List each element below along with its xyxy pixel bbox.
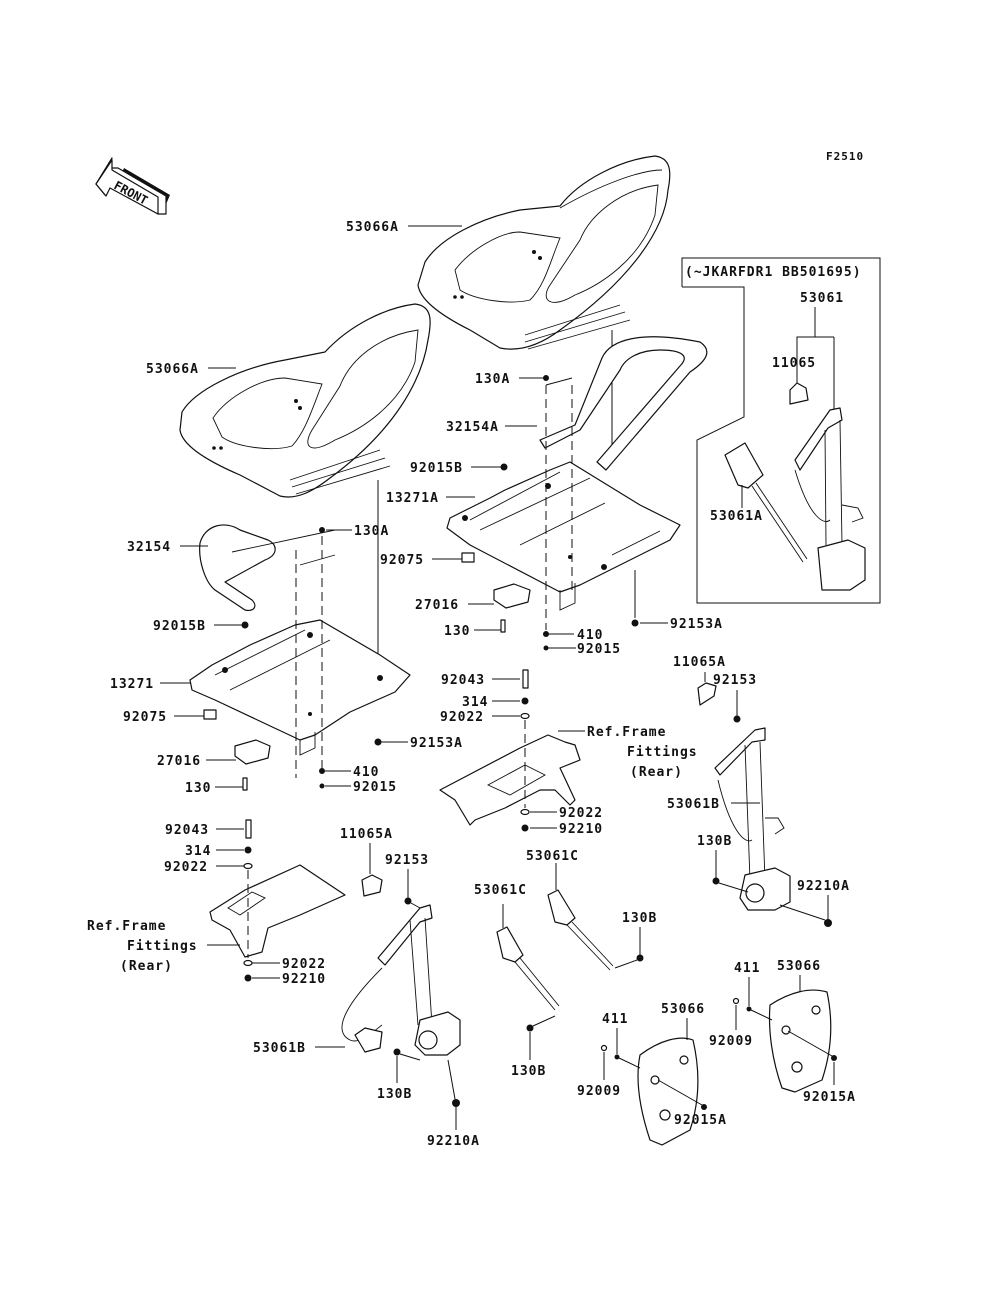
label-53066A-left: 53066A <box>146 362 199 377</box>
label-410-right: 410 <box>577 628 603 643</box>
ref-rear-label-left: (Rear) <box>120 959 173 974</box>
label-314-right: 314 <box>462 695 488 710</box>
label-92210A-left: 92210A <box>427 1134 480 1149</box>
buckle-53061C-b <box>496 926 560 1011</box>
label-53061C-a: 53061C <box>526 849 579 864</box>
label-92022-right-top: 92022 <box>440 710 484 725</box>
label-92075-right: 92075 <box>380 553 424 568</box>
label-92015B-left: 92015B <box>153 619 206 634</box>
label-27016-left: 27016 <box>157 754 201 769</box>
ref-fittings-label-left: Fittings <box>127 939 198 954</box>
retractor <box>817 539 866 591</box>
seat-base-13271A-group <box>446 336 708 611</box>
buckle-53061A <box>724 442 764 489</box>
label-130-left: 130 <box>185 781 211 796</box>
seatbelt-left <box>341 874 461 1056</box>
label-53066-a: 53066 <box>661 1002 705 1017</box>
seat-base-13271-group <box>189 524 411 756</box>
ref-frame-label-right: Ref.Frame <box>587 725 666 740</box>
label-411-a: 411 <box>602 1012 628 1027</box>
label-130B-right: 130B <box>697 834 732 849</box>
label-32154A: 32154A <box>446 420 499 435</box>
ref-rear-label-right: (Rear) <box>630 765 683 780</box>
label-92043-right: 92043 <box>441 673 485 688</box>
label-11065A-right: 11065A <box>673 655 726 670</box>
label-92015A-b: 92015A <box>803 1090 856 1105</box>
label-92015-right: 92015 <box>577 642 621 657</box>
label-27016-right: 27016 <box>415 598 459 613</box>
label-92153A-right: 92153A <box>670 617 723 632</box>
label-92009-a: 92009 <box>577 1084 621 1099</box>
label-92153A-left: 92153A <box>410 736 463 751</box>
label-92015B-right: 92015B <box>410 461 463 476</box>
label-13271A: 13271A <box>386 491 439 506</box>
seat-left <box>179 303 431 498</box>
label-11065A-left: 11065A <box>340 827 393 842</box>
label-130B-buckle-a: 130B <box>622 911 657 926</box>
backrest-bar-32154A <box>539 336 708 471</box>
frame-fitting-right <box>439 734 581 826</box>
label-13271: 13271 <box>110 677 154 692</box>
belt-guide-11065 <box>789 382 809 405</box>
label-410-left: 410 <box>353 765 379 780</box>
label-130-right: 130 <box>444 624 470 639</box>
label-130A-right: 130A <box>475 372 510 387</box>
label-92153-left: 92153 <box>385 853 429 868</box>
ref-fittings-label-right: Fittings <box>627 745 698 760</box>
label-130B-buckle-b: 130B <box>511 1064 546 1079</box>
label-130B-left: 130B <box>377 1087 412 1102</box>
label-92075-left: 92075 <box>123 710 167 725</box>
label-53066-b: 53066 <box>777 959 821 974</box>
inset-note: (~JKARFDR1 BB501695) <box>685 265 862 280</box>
frame-fitting-left <box>209 864 346 958</box>
label-92015-left: 92015 <box>353 780 397 795</box>
label-92022-right-bottom: 92022 <box>559 806 603 821</box>
seat-right <box>417 155 671 350</box>
label-53061B-right: 53061B <box>667 797 720 812</box>
label-11065-inset: 11065 <box>772 356 816 371</box>
seatback-panel-a <box>637 1037 699 1146</box>
label-92009-b: 92009 <box>709 1034 753 1049</box>
label-411-b: 411 <box>734 961 760 976</box>
buckle-53061C-a <box>547 889 614 971</box>
label-53061B-left: 53061B <box>253 1041 306 1056</box>
belt-guide-11065A-right <box>697 682 717 706</box>
label-53066A-right: 53066A <box>346 220 399 235</box>
backrest-bar-32154 <box>199 524 276 611</box>
label-92043-left: 92043 <box>165 823 209 838</box>
label-53061A: 53061A <box>710 509 763 524</box>
seatbelt-right <box>697 682 791 911</box>
label-92210A-right: 92210A <box>797 879 850 894</box>
label-92210-right: 92210 <box>559 822 603 837</box>
label-92210-left: 92210 <box>282 972 326 987</box>
label-32154: 32154 <box>127 540 171 555</box>
label-314-left: 314 <box>185 844 211 859</box>
seatback-panel-b <box>768 989 832 1093</box>
label-92153-right: 92153 <box>713 673 757 688</box>
label-53061: 53061 <box>800 291 844 306</box>
label-92015A-a: 92015A <box>674 1113 727 1128</box>
ref-frame-label-left: Ref.Frame <box>87 919 166 934</box>
belt-guide-11065A-left <box>361 874 383 897</box>
front-arrow-icon: FRONT <box>95 157 170 215</box>
label-92022-left-bottom: 92022 <box>282 957 326 972</box>
inset-box: (~JKARFDR1 BB501695) 53061 11065 53061A <box>681 257 881 604</box>
label-130A-left: 130A <box>354 524 389 539</box>
figure-code: F2510 <box>826 150 864 163</box>
label-92022-left-top: 92022 <box>164 860 208 875</box>
label-53061C-b: 53061C <box>474 883 527 898</box>
